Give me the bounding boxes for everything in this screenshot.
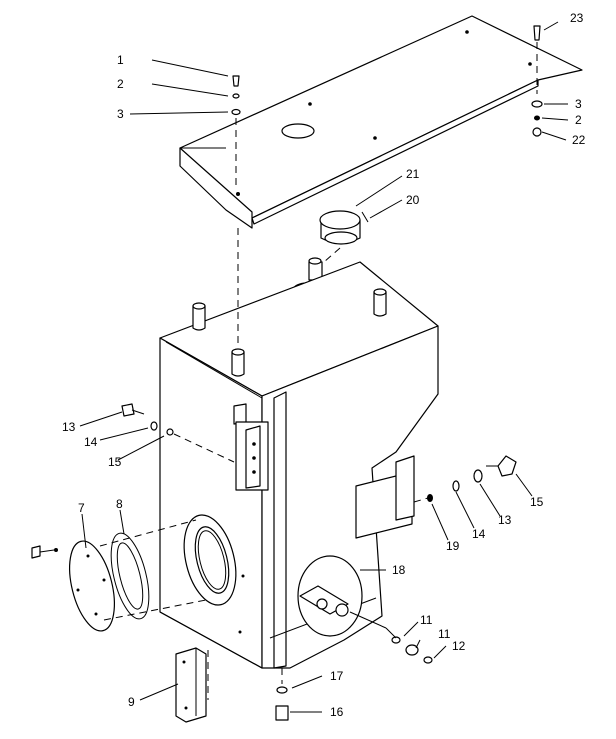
callout-7: 7	[78, 501, 85, 515]
top-cover-plate	[179, 15, 583, 229]
drain-plug	[275, 668, 289, 721]
gasket	[110, 532, 150, 620]
callout-16: 16	[330, 705, 344, 719]
right-cover-fasteners	[531, 25, 543, 137]
callout-15-left: 15	[108, 455, 122, 469]
left-cover-fasteners	[231, 75, 241, 190]
callout-18: 18	[392, 563, 406, 577]
filler-cap	[319, 210, 369, 245]
drain-fitting	[385, 627, 433, 664]
side-port-ring	[183, 514, 237, 606]
right-mount-bracket	[355, 455, 415, 539]
callout-11-a: 11	[420, 613, 433, 627]
callout-3-right: 3	[575, 97, 582, 111]
callout-labels: 1 2 3 23 3 2 22 21 20 13 14 15 15 13 14 …	[62, 11, 586, 719]
callout-9: 9	[128, 695, 135, 709]
callout-22: 22	[572, 133, 586, 147]
callout-2-left: 2	[117, 77, 124, 91]
left-mount-bracket	[233, 403, 269, 491]
callout-13-left: 13	[62, 420, 76, 434]
callout-13-right: 13	[498, 513, 512, 527]
left-bolt-assembly	[121, 403, 235, 463]
callout-14-right: 14	[472, 527, 486, 541]
outlet-fitting	[297, 555, 387, 637]
callout-17: 17	[330, 669, 344, 683]
cover-bolts	[31, 545, 58, 559]
callout-8: 8	[116, 497, 123, 511]
leader-lines	[79, 21, 569, 713]
callout-3-left: 3	[117, 107, 124, 121]
callout-11-b: 11	[438, 627, 451, 641]
callout-19: 19	[446, 539, 460, 553]
callout-23: 23	[570, 11, 584, 25]
callout-2-right: 2	[575, 113, 582, 127]
callout-14-left: 14	[84, 435, 98, 449]
callout-12: 12	[452, 639, 466, 653]
callout-15-right: 15	[530, 495, 544, 509]
cover-plate	[69, 540, 115, 632]
callout-1: 1	[117, 53, 124, 67]
callout-21: 21	[406, 167, 420, 181]
mounting-block	[175, 647, 209, 723]
callout-20: 20	[406, 193, 420, 207]
right-bolt-assembly	[413, 455, 517, 503]
